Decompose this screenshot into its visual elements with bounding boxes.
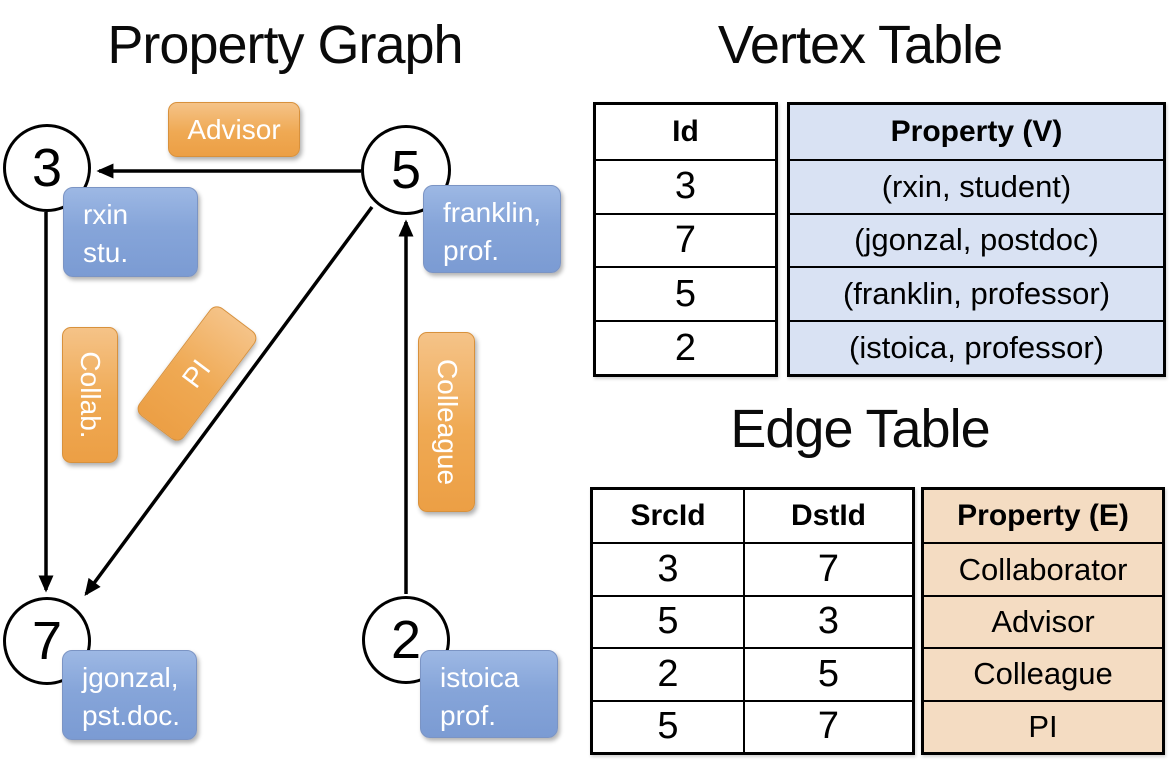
vertex-table-title: Vertex Table	[717, 15, 1003, 75]
edge-label-text: Colleague	[431, 358, 463, 486]
vertex-table-property-cell: (rxin, student)	[790, 158, 1163, 213]
vertex-property-line: prof.	[440, 700, 497, 731]
vertex-property-line: rxin	[83, 199, 129, 230]
vertex-property-box-jgonzal: jgonzal, pst.doc.	[62, 650, 197, 740]
edge-table-property-cell: Colleague	[924, 647, 1162, 699]
vertex-property-line: jgonzal,	[82, 662, 179, 693]
edge-label-text: PI	[176, 353, 217, 394]
edge-table-srcid-cell: 5	[593, 699, 745, 752]
vertex-property-box-rxin: rxin stu.	[63, 187, 198, 277]
edge-table-property-cell: Collaborator	[924, 542, 1162, 594]
vertex-table-property-cell: (franklin, professor)	[790, 266, 1163, 320]
vertex-node-5: 5	[361, 125, 451, 215]
property-graph-title: Property Graph	[107, 15, 463, 75]
vertex-property-box-istoica: istoica prof.	[420, 650, 558, 738]
edge-table-dstid-cell: 7	[745, 542, 912, 594]
edge-table-srcid-header: SrcId	[593, 490, 745, 543]
edge-table-dstid-cell: 7	[745, 699, 912, 752]
vertex-node-7-id: 7	[31, 611, 63, 671]
edge-table-srcid-cell: 2	[593, 647, 745, 700]
vertex-table-property-cell: (istoica, professor)	[790, 320, 1163, 374]
vertex-table-id-cell: 2	[596, 320, 775, 374]
edge-table-property-column: Property (E) Collaborator Advisor Collea…	[921, 487, 1165, 755]
edge-label-colleague: Colleague	[418, 332, 475, 512]
vertex-table-id-cell: 5	[596, 266, 775, 320]
vertex-property-line: prof.	[443, 235, 500, 266]
edge-table-dstid-header: DstId	[791, 499, 866, 533]
vertex-table-property-cell: (jgonzal, postdoc)	[790, 212, 1163, 267]
vertex-node-3-id: 3	[31, 138, 63, 198]
vertex-property-line: franklin,	[443, 197, 542, 228]
edge-table-dstid-cell: 3	[745, 594, 912, 647]
vertex-table-id-cell: 7	[596, 212, 775, 267]
vertex-property-box-franklin: franklin, prof.	[423, 185, 561, 273]
edge-label-advisor: Advisor	[168, 102, 300, 157]
edge-table-dstid-cell: 5	[745, 647, 912, 699]
edge-table-srcid-cell: 3	[593, 542, 745, 595]
edge-label-collab: Collab.	[62, 327, 118, 463]
edge-label-pi: PI	[134, 302, 260, 445]
vertex-property-line: istoica	[440, 662, 520, 693]
vertex-table-id-header: Id	[672, 114, 699, 148]
edge-label-text: Advisor	[187, 113, 281, 145]
edge-table-srcid-cell: 5	[593, 594, 745, 648]
edge-table-property-header: Property (E)	[957, 499, 1129, 533]
vertex-table-id-column: Id 3 7 5 2	[593, 102, 778, 377]
vertex-table-id-cell: 3	[596, 158, 775, 213]
vertex-table-property-header: Property (V)	[890, 114, 1063, 148]
vertex-property-line: pst.doc.	[82, 700, 181, 731]
vertex-node-2-id: 2	[390, 610, 422, 670]
edge-table-title: Edge Table	[730, 399, 990, 459]
vertex-table-property-column: Property (V) (rxin, student) (jgonzal, p…	[787, 102, 1166, 377]
edge-table-property-cell: PI	[924, 699, 1162, 752]
edge-label-text: Collab.	[75, 351, 106, 439]
edge-table-id-columns: SrcId DstId 3 7 5 3 2 5 5 7	[590, 487, 915, 755]
vertex-node-3: 3	[3, 124, 91, 212]
edge-table-property-cell: Advisor	[924, 594, 1162, 647]
vertex-node-5-id: 5	[390, 140, 422, 200]
vertex-property-line: stu.	[83, 237, 129, 268]
